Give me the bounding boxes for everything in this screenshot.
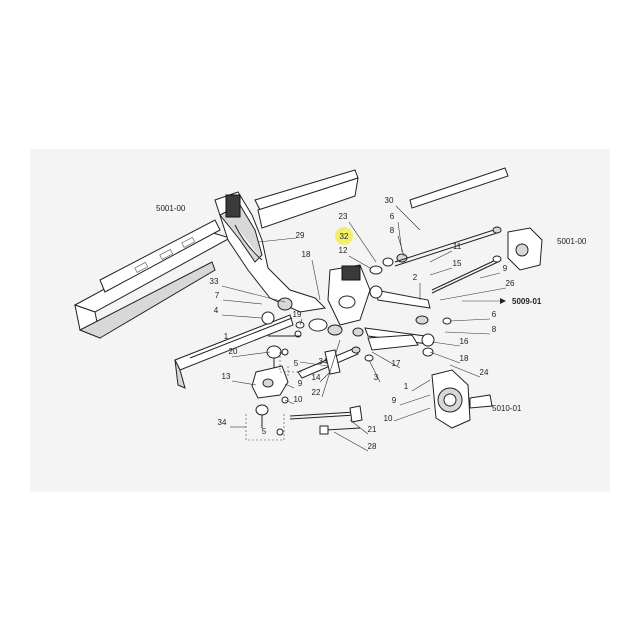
part-callout[interactable]: 8 [390, 226, 395, 235]
part-callout[interactable]: 11 [453, 242, 462, 251]
spring-bracket-29 [214, 191, 327, 313]
upper-linkage [364, 253, 452, 347]
leader-lines [221, 205, 507, 452]
part-callout[interactable]: 18 [460, 354, 469, 363]
highlight-marker [335, 227, 353, 245]
ref-frame-right[interactable]: 5001-00 [557, 237, 587, 246]
part-callout[interactable]: 7 [215, 291, 220, 300]
part-callout[interactable]: 10 [294, 395, 303, 404]
part-callout[interactable]: 30 [385, 196, 394, 205]
center-bracket [308, 264, 371, 337]
ref-frame-left[interactable]: 5001-00 [156, 204, 186, 213]
part-callout[interactable]: 6 [390, 212, 395, 221]
right-frame-bracket [507, 227, 543, 271]
part-callout[interactable]: 29 [296, 231, 305, 240]
part-callout[interactable]: 14 [312, 373, 321, 382]
part-callout[interactable]: 8 [492, 325, 497, 334]
part-callout[interactable]: 5 [294, 359, 299, 368]
part-callout[interactable]: 28 [368, 442, 377, 451]
part-callout[interactable]: 20 [229, 347, 238, 356]
part-callout[interactable]: 12 [339, 246, 348, 255]
part-callout[interactable]: 18 [302, 250, 311, 259]
part-callout[interactable]: 24 [480, 368, 489, 377]
lower-linkage [297, 334, 419, 379]
chassis-frame [73, 167, 509, 389]
arrow-icon [500, 298, 506, 304]
reference-labels: 5001-00 5001-00 5009-01 5010-01 [156, 204, 587, 413]
part-callout[interactable]: 2 [413, 273, 418, 282]
part-callout[interactable]: 6 [492, 310, 497, 319]
part-callout[interactable]: 10 [384, 414, 393, 423]
highlight-callout-32[interactable]: 32 [335, 227, 353, 245]
part-callout[interactable]: 16 [460, 337, 469, 346]
part-callout[interactable]: 1 [224, 332, 229, 341]
part-callout[interactable]: 17 [392, 359, 401, 368]
bolts [289, 405, 363, 435]
part-callout[interactable]: 1 [404, 382, 409, 391]
part-callout[interactable]: 33 [210, 277, 219, 286]
part-callout[interactable]: 26 [506, 279, 515, 288]
ref-steering[interactable]: 5009-01 [512, 297, 542, 306]
highlight-label: 32 [340, 232, 349, 241]
part-callout[interactable]: 15 [453, 259, 462, 268]
part-callout[interactable]: 5 [262, 427, 267, 436]
part-callout[interactable]: 4 [214, 306, 219, 315]
ref-hub[interactable]: 5010-01 [492, 404, 522, 413]
part-callout[interactable]: 19 [293, 310, 302, 319]
part-callout[interactable]: 13 [222, 372, 231, 381]
part-callout[interactable]: 9 [392, 396, 397, 405]
steering-knuckle [422, 347, 493, 429]
left-tie-rod-end [251, 297, 305, 436]
part-callout[interactable]: 34 [319, 357, 328, 366]
part-callout[interactable]: 9 [503, 264, 508, 273]
tie-rods [394, 226, 502, 294]
part-callout[interactable]: 9 [298, 379, 303, 388]
part-callout[interactable]: 21 [368, 425, 377, 434]
part-callout[interactable]: 22 [312, 388, 321, 397]
part-callout[interactable]: 3 [374, 373, 379, 382]
part-callout[interactable]: 34 [218, 418, 227, 427]
part-callout[interactable]: 23 [339, 212, 348, 221]
